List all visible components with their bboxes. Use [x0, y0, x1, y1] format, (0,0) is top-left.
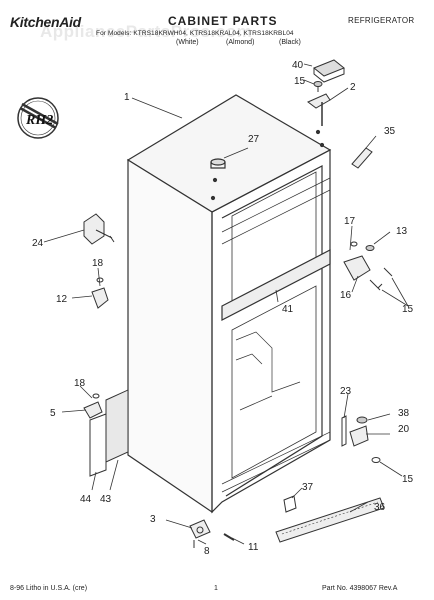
watermark: AppliancePartsPros.com — [40, 22, 253, 41]
insulation-panel-part — [89, 389, 129, 477]
callout-44: 44 — [80, 494, 92, 505]
callout-38: 38 — [398, 408, 410, 419]
callout-27: 27 — [248, 134, 260, 145]
badge-text: RH2 — [25, 113, 53, 128]
callout-numbers: 1 2 3 5 8 11 12 13 15 15 15 16 17 18 18 … — [32, 60, 414, 557]
callout-23: 23 — [340, 386, 352, 397]
callout-18-upper: 18 — [92, 258, 104, 269]
grille-clip-part — [283, 495, 297, 513]
callout-12: 12 — [56, 294, 68, 305]
callout-11: 11 — [248, 542, 259, 553]
callout-5: 5 — [50, 408, 56, 419]
models-line: For Models: KTRS18KRWH04, KTRS18KRAL04, … — [96, 30, 294, 37]
callout-2: 2 — [350, 82, 356, 93]
footer-part-number: Part No. 4398067 Rev.A — [322, 585, 398, 592]
callout-40: 40 — [292, 60, 304, 71]
clip-part — [91, 277, 109, 309]
footer-page-number: 1 — [214, 585, 218, 592]
lower-left-bracket-part — [83, 393, 103, 419]
screw-part — [313, 81, 323, 92]
bracket-part — [83, 213, 115, 245]
callout-3: 3 — [150, 514, 156, 525]
callout-15-low: 15 — [402, 474, 414, 485]
callout-17: 17 — [344, 216, 356, 227]
callout-35: 35 — [384, 126, 396, 137]
toe-grille-part — [275, 497, 385, 543]
leveling-roller-part — [189, 519, 235, 548]
callout-16: 16 — [340, 290, 352, 301]
cabinet-body — [126, 94, 332, 514]
brand-logo: KitchenAid — [10, 14, 81, 30]
color-white: (White) — [176, 39, 199, 46]
callout-43: 43 — [100, 494, 112, 505]
rh2-badge: RH2 — [17, 97, 59, 139]
callout-18-lower: 18 — [74, 378, 86, 389]
callout-24: 24 — [32, 238, 44, 249]
callout-15-mid: 15 — [402, 304, 414, 315]
hinge-pin-part — [351, 147, 373, 169]
callout-1: 1 — [124, 92, 130, 103]
top-hinge-part — [307, 93, 331, 126]
page-title: CABINET PARTS — [168, 14, 278, 28]
center-hinge-part — [343, 241, 393, 291]
callout-15-top: 15 — [294, 76, 306, 87]
footer-litho: 8-96 Litho in U.S.A. (cre) — [10, 585, 88, 592]
callout-36: 36 — [374, 502, 386, 513]
callout-37: 37 — [302, 482, 314, 493]
callout-8: 8 — [204, 546, 210, 557]
leader-lines — [43, 63, 409, 545]
category-label: REFRIGERATOR — [348, 16, 415, 25]
hinge-cap-part — [313, 59, 345, 83]
bottom-hinge-part — [341, 415, 381, 463]
callout-13: 13 — [396, 226, 408, 237]
callout-41: 41 — [282, 304, 294, 315]
callout-20: 20 — [398, 424, 410, 435]
color-black: (Black) — [279, 39, 301, 46]
color-almond: (Almond) — [226, 39, 255, 46]
